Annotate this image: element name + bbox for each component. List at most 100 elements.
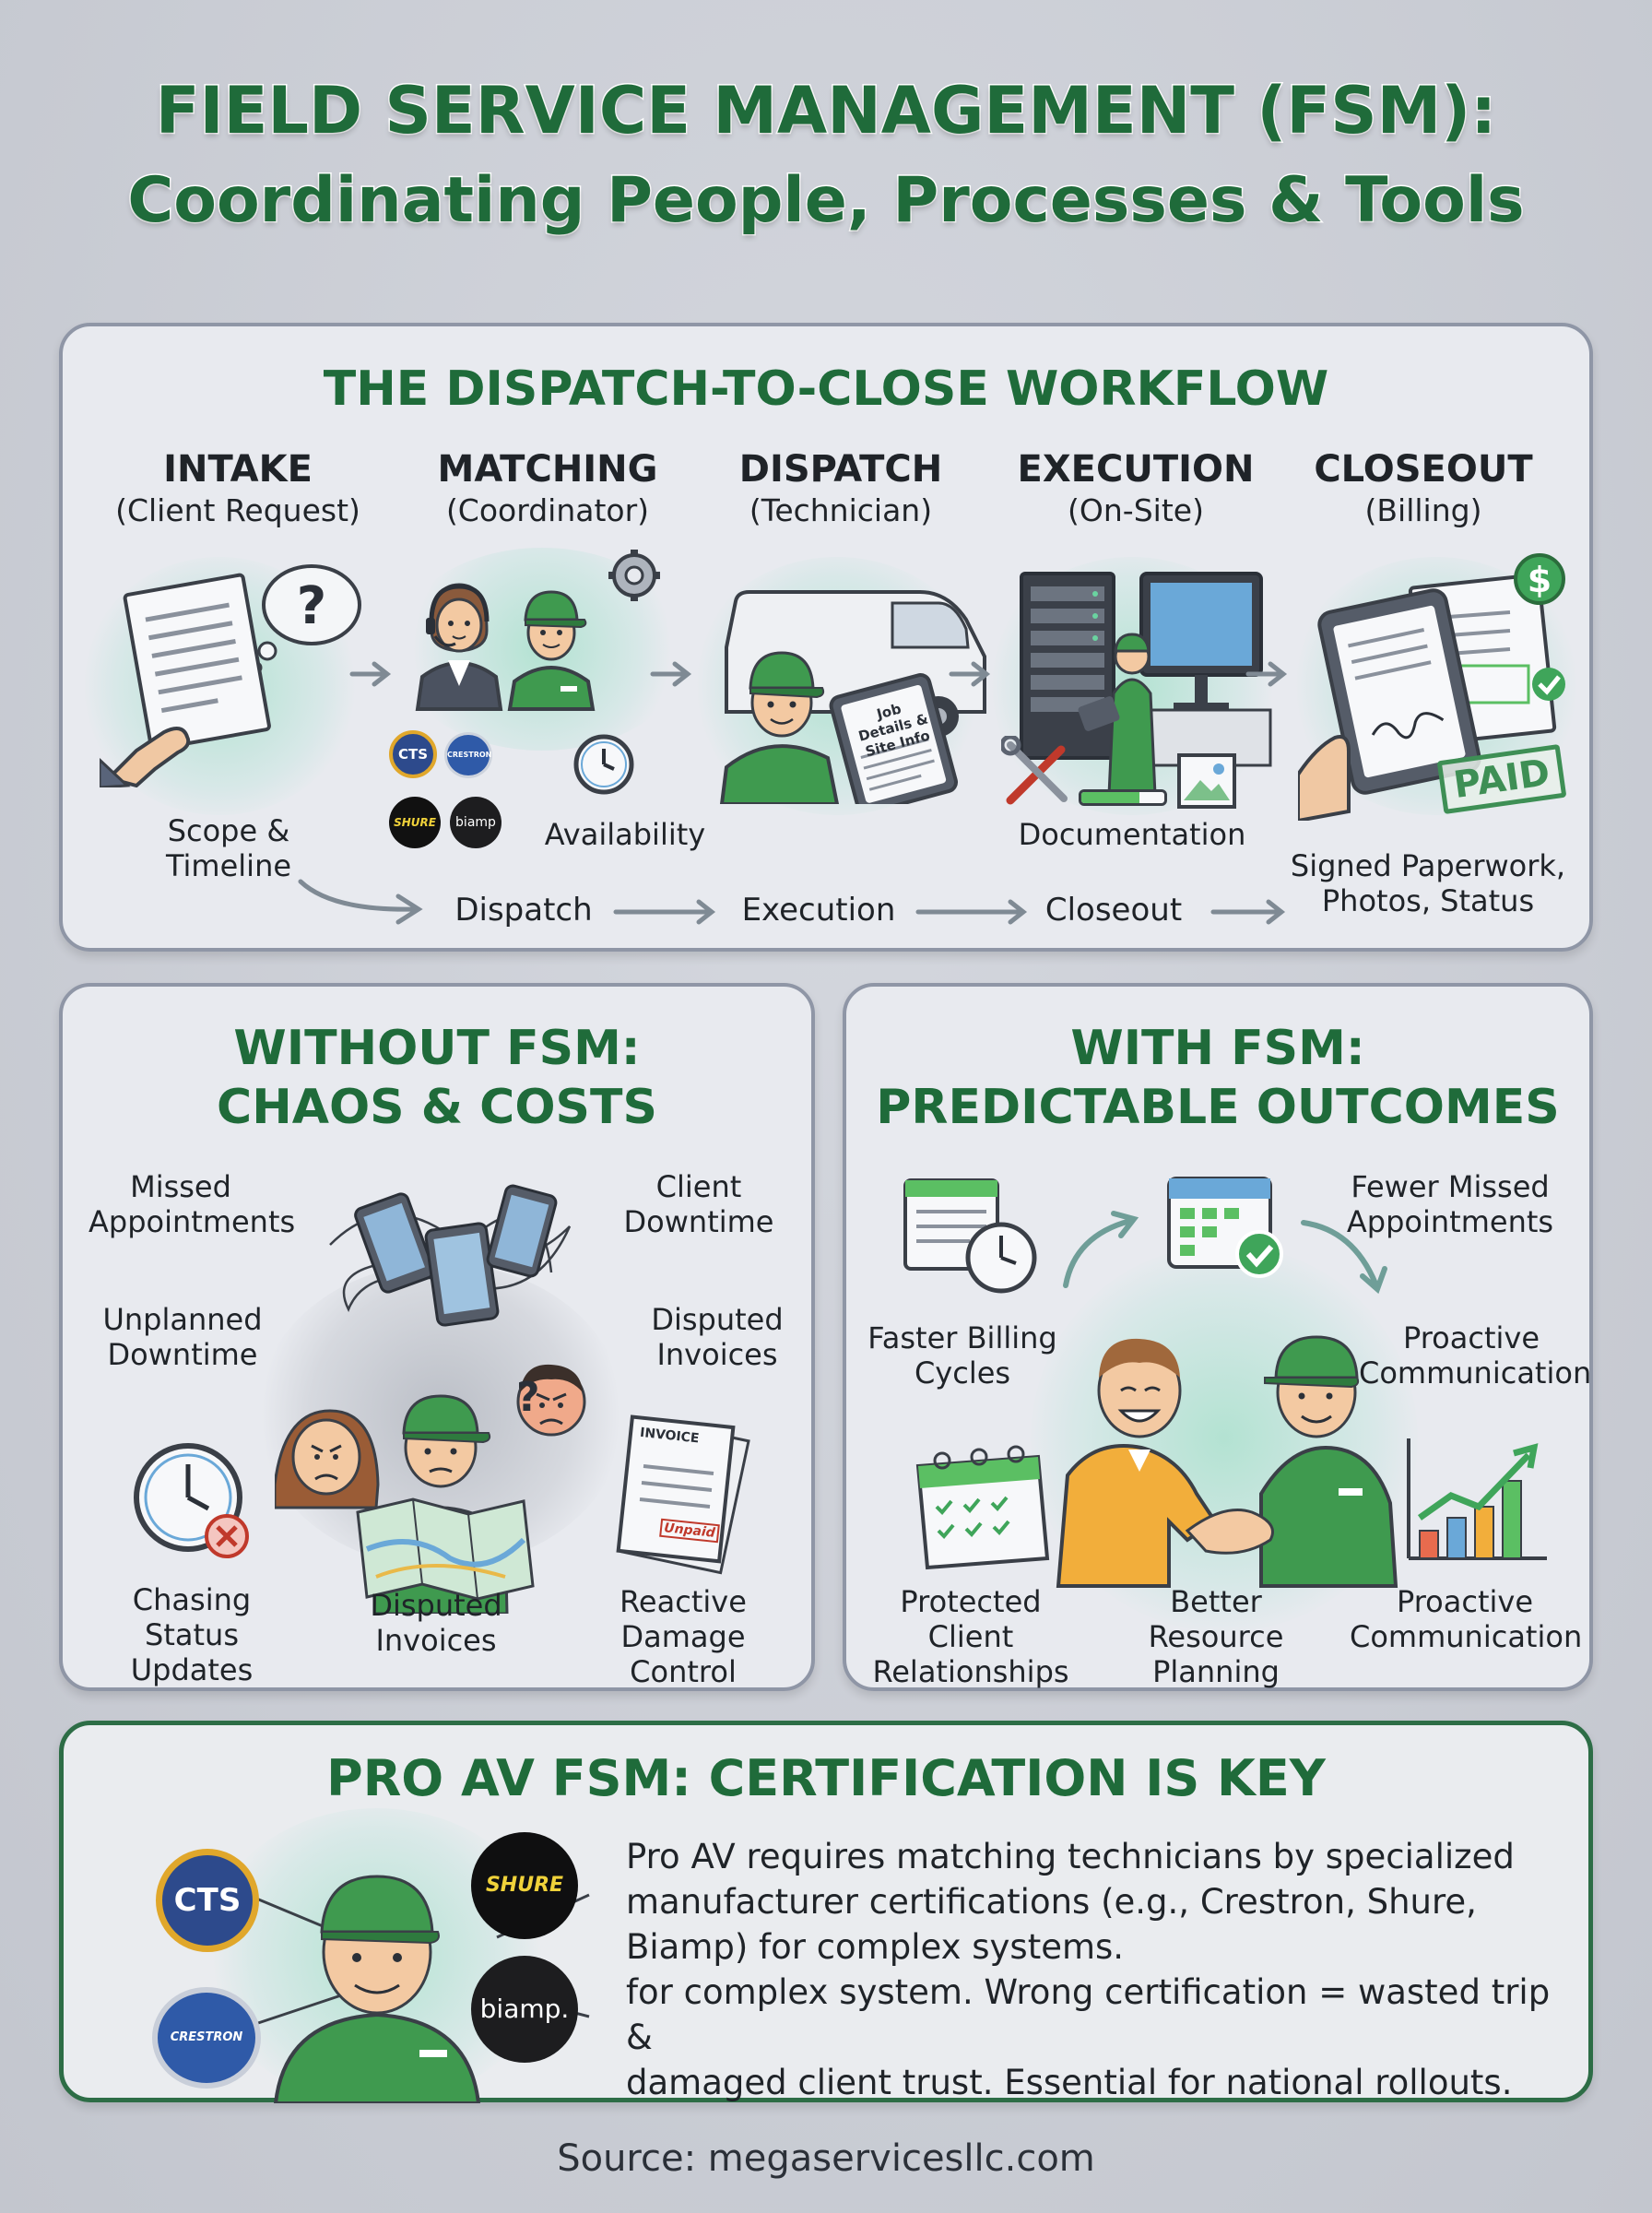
certification-line-4: for complex system. Wrong certification … [626,1972,1551,2057]
label-signed-paperwork: Signed Paperwork, Photos, Status [1290,848,1566,918]
label-scope-timeline: Scope & Timeline [165,813,292,883]
label-availability: Availability [544,817,706,852]
client-downtime-label: Client Downtime [623,1169,774,1239]
stage-intake-sub: (Client Request) [115,492,360,528]
question-bubble-icon: ? [250,564,361,674]
source-footer: Source: megaservicesllc.com [557,2137,1095,2180]
stage-execution-sub: (On-Site) [1068,492,1204,528]
crestron-certification-badge: CRESTRON [152,1987,261,2089]
protected-relationships-label: Protected Client Relationships [872,1584,1069,1689]
progress-bar [1079,789,1167,806]
reactive-damage-label: Reactive Damage Control [620,1584,747,1689]
server-rack-icon [1020,572,1115,760]
arrow-right-icon [348,660,395,688]
biamp-certification-badge: biamp. [471,1956,578,2063]
disputed-invoices-bottom-label: Disputed Invoices [370,1588,502,1658]
proactive-communication-top-label: Proactive Communication [1359,1320,1592,1391]
curved-arrow-icon [1298,1215,1390,1298]
hand-icon [100,727,191,787]
phone-icon [424,1222,500,1327]
curved-arrow-icon [1056,1208,1149,1291]
clock-icon [572,732,636,797]
without-heading-line-2: CHAOS & COSTS [217,1080,657,1135]
gear-icon [608,550,660,601]
signature-tablet-icon [1317,588,1481,795]
arrow-right-icon [1245,660,1291,688]
cts-certification-badge: CTS [156,1849,259,1952]
dispatch-illustration [708,564,1003,804]
stage-dispatch-sub: (Technician) [749,492,933,528]
svg-text:?: ? [297,576,326,636]
certification-line-1: Pro AV requires matching technicians by … [626,1837,1515,1876]
fsm-technician-avatar [1259,1335,1398,1588]
unplanned-downtime-label: Unplanned Downtime [102,1302,263,1372]
technician-avatar [507,590,596,711]
certification-line-2: manufacturer certifications (e.g., Crest… [626,1882,1477,1922]
check-circle-icon [1532,668,1565,701]
stage-matching-sub: (Coordinator) [445,492,650,528]
with-fsm-panel: WITH FSM: PREDICTABLE OUTCOMES [843,983,1593,1691]
tablet-icon [829,673,958,804]
curved-arrow-icon [295,872,442,928]
execution-illustration [1003,555,1280,804]
driver-technician [719,651,840,804]
arrow-right-icon [948,660,994,688]
stage-closeout-sub: (Billing) [1364,492,1482,528]
certification-heading: PRO AV FSM: CERTIFICATION IS KEY [326,1749,1326,1807]
certified-technician-avatar [248,1836,506,2103]
handshake-icon [1185,1509,1274,1555]
faster-billing-label: Faster Billing Cycles [867,1320,1057,1391]
alarm-clock-icon [127,1437,256,1566]
certification-line-5: damaged client trust. Essential for nati… [626,2063,1513,2102]
monitor-icon [1139,572,1272,767]
hand-icon [1298,735,1351,821]
frustrated-people-illustration: ? [275,1346,607,1614]
with-heading-line-1: WITH FSM: [1070,1021,1365,1076]
map-icon [356,1497,535,1601]
phone-icon [354,1192,435,1294]
arrow-right-icon [1210,898,1292,926]
dollar-icon: $ [1514,553,1565,605]
title-line-2: Coordinating People, Processes & Tools [126,163,1526,239]
tools-icon [1001,736,1075,810]
certification-body: Pro AV requires matching technicians by … [626,1834,1566,2105]
frustrated-woman-avatar [275,1409,380,1509]
cts-badge: CTS [389,730,437,778]
workflow-heading: THE DISPATCH-TO-CLOSE WORKFLOW [323,361,1329,417]
stage-closeout-name: CLOSEOUT [1314,448,1533,491]
label-documentation: Documentation [1018,817,1246,852]
calendar-check-icon [1160,1162,1289,1282]
handshake-illustration [1040,1282,1409,1595]
fewer-missed-label: Fewer Missed Appointments [1346,1169,1554,1239]
flow-execution: Execution [741,892,896,929]
with-heading-line-2: PREDICTABLE OUTCOMES [876,1080,1560,1135]
phone-icon [486,1184,558,1278]
closeout-illustration: $ [1298,544,1593,821]
growth-chart-icon [1399,1429,1556,1568]
main-title: FIELD SERVICE MANAGEMENT (FSM): Coordina… [0,65,1652,245]
title-line-1: FIELD SERVICE MANAGEMENT (FSM): [154,72,1498,150]
client-avatar [1056,1338,1218,1588]
intake-document-illustration: ? [100,548,367,787]
disputed-invoices-right-label: Disputed Invoices [651,1302,784,1372]
stage-intake-name: INTAKE [163,448,313,491]
flow-closeout: Closeout [1044,892,1183,929]
missed-appointments-label: Missed Appointments [88,1169,296,1239]
arrow-right-icon [914,898,1034,926]
stage-matching-name: MATCHING [437,448,658,491]
biamp-badge: biamp [450,797,502,848]
invoice-clock-icon [896,1171,1044,1300]
proactive-communication-bottom-label: Proactive Communication [1350,1584,1583,1654]
photo-icon [1176,752,1237,810]
shure-badge: SHURE [389,797,441,848]
arrow-right-icon [649,660,695,688]
certification-line-3: Biamp) for complex systems. [626,1927,1125,1967]
unpaid-invoice-icon [612,1409,750,1575]
matching-illustration [404,548,717,778]
coordinator-avatar [415,583,503,711]
calendar-icon [900,1438,1056,1577]
angry-man-avatar [516,1364,586,1437]
workflow-panel: THE DISPATCH-TO-CLOSE WORKFLOW INTAKE (C… [59,323,1593,952]
onsite-technician [1078,633,1157,797]
shure-certification-badge: SHURE [471,1832,578,1939]
